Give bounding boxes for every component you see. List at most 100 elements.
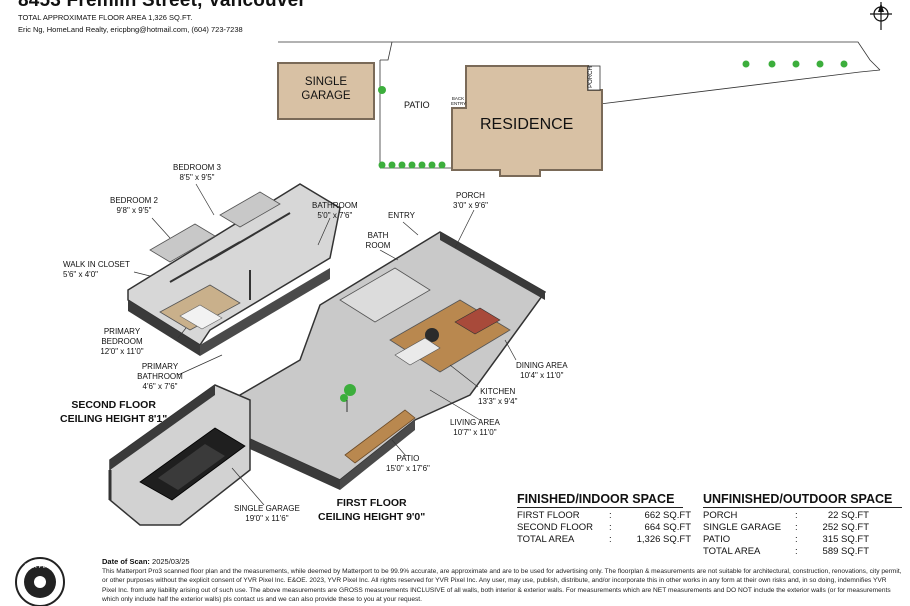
entry-label: ENTRY <box>388 211 415 220</box>
patio-label: PATIO 15'0" x 17'6" <box>386 454 430 474</box>
unfinished-row-sep: : <box>795 522 798 533</box>
second-floor-ceiling: CEILING HEIGHT 8'1" <box>60 413 168 425</box>
unfinished-row-value: 589 SQ.FT <box>822 546 869 557</box>
primary-bathroom-dim: 4'6" x 7'6" <box>142 382 178 391</box>
page-title: 8453 Fremlin Street, Vancouver <box>18 0 306 11</box>
table-row: PATIO : 315 SQ.FT <box>703 534 869 546</box>
first-floor-note: FIRST FLOOR CEILING HEIGHT 9'0" <box>318 496 425 524</box>
bathroom-name: BATHROOM <box>312 201 358 210</box>
bedroom2-name: BEDROOM 2 <box>110 196 159 205</box>
single-garage-name: SINGLE GARAGE <box>234 504 300 513</box>
bath-room-label: BATH ROOM <box>365 231 391 250</box>
bedroom3-label: BEDROOM 3 8'5" x 9'5" <box>173 163 221 183</box>
porch-dim: 3'0" x 9'6" <box>453 201 488 210</box>
walk-in-closet-dim: 5'6" x 4'0" <box>63 270 98 279</box>
single-garage-dim: 19'0" x 11'6" <box>245 514 289 523</box>
agent-contact: Eric Ng, HomeLand Realty, ericpbng@hotma… <box>18 25 243 34</box>
finished-row-label: TOTAL AREA <box>517 534 575 545</box>
living-area-name: LIVING AREA <box>450 418 500 427</box>
walk-in-closet-label: WALK IN CLOSET 5'6" x 4'0" <box>63 260 130 280</box>
finished-row-sep: : <box>609 510 612 521</box>
patio-name: PATIO <box>396 454 420 463</box>
primary-bedroom-label: PRIMARY BEDROOM 12'0" x 11'0" <box>99 327 145 357</box>
yvr-pixel-logo: YVR PIXEL <box>15 557 65 606</box>
finished-space-heading: FINISHED/INDOOR SPACE <box>517 492 675 506</box>
site-garage-label: SINGLE GARAGE <box>301 76 351 102</box>
unfinished-row-value: 252 SQ.FT <box>822 522 869 533</box>
site-garage-block <box>277 62 375 120</box>
dining-area-dim: 10'4" x 11'0" <box>520 371 564 380</box>
living-area-label: LIVING AREA 10'7" x 11'0" <box>450 418 500 438</box>
bedroom3-dim: 8'5" x 9'5" <box>179 173 215 182</box>
finished-row-value: 662 SQ.FT <box>644 510 691 521</box>
porch-label: PORCH 3'0" x 9'6" <box>453 191 488 211</box>
second-floor-model <box>127 183 341 356</box>
primary-bathroom-label: PRIMARY BATHROOM 4'6" x 7'6" <box>135 362 185 392</box>
dining-area-name: DINING AREA <box>516 361 568 370</box>
unfinished-row-label: SINGLE GARAGE <box>703 522 782 533</box>
total-area-subtitle: TOTAL APPROXIMATE FLOOR AREA 1,326 SQ.FT… <box>18 13 193 22</box>
primary-bedroom-dim: 12'0" x 11'0" <box>100 347 144 356</box>
first-floor-ceiling: CEILING HEIGHT 9'0" <box>318 511 426 523</box>
second-floor-note: SECOND FLOOR CEILING HEIGHT 8'1" <box>60 398 167 426</box>
bathroom-label: BATHROOM 5'0" x 7'6" <box>312 201 358 221</box>
unfinished-space-table: PORCH : 22 SQ.FT SINGLE GARAGE : 252 SQ.… <box>703 510 869 558</box>
scan-date: Date of Scan: 2025/03/25 <box>102 557 190 566</box>
unfinished-row-sep: : <box>795 510 798 521</box>
table-row: SINGLE GARAGE : 252 SQ.FT <box>703 522 869 534</box>
label-leader-lines <box>133 183 517 506</box>
living-area-dim: 10'7" x 11'0" <box>453 428 497 437</box>
bedroom2-dim: 9'8" x 9'5" <box>116 206 152 215</box>
scan-date-value: 2025/03/25 <box>152 557 190 566</box>
primary-bathroom-name: PRIMARY BATHROOM <box>137 362 183 381</box>
kitchen-label: KITCHEN 13'3" x 9'4" <box>478 387 517 407</box>
unfinished-row-sep: : <box>795 534 798 545</box>
porch-name: PORCH <box>456 191 485 200</box>
site-residence-label: RESIDENCE <box>480 116 574 133</box>
finished-row-value: 1,326 SQ.FT <box>636 534 691 545</box>
disclaimer-text: This Matterport Pro3 scanned floor plan … <box>102 568 902 603</box>
first-floor-title: FIRST FLOOR <box>336 497 407 509</box>
kitchen-dim: 13'3" x 9'4" <box>478 397 518 406</box>
bathroom-dim: 5'0" x 7'6" <box>317 211 353 220</box>
logo-text: YVR PIXEL <box>24 564 56 570</box>
finished-row-label: SECOND FLOOR <box>517 522 594 533</box>
table-row: TOTAL AREA : 1,326 SQ.FT <box>517 534 691 546</box>
single-garage-label: SINGLE GARAGE 19'0" x 11'6" <box>234 504 300 524</box>
finished-space-rule <box>517 507 683 508</box>
finished-row-sep: : <box>609 534 612 545</box>
unfinished-space-rule <box>703 507 902 508</box>
scan-date-label: Date of Scan: <box>102 557 150 566</box>
second-floor-title: SECOND FLOOR <box>71 399 156 411</box>
table-row: FIRST FLOOR : 662 SQ.FT <box>517 510 691 522</box>
finished-space-table: FIRST FLOOR : 662 SQ.FT SECOND FLOOR : 6… <box>517 510 691 546</box>
bedroom3-name: BEDROOM 3 <box>173 163 222 172</box>
unfinished-space-heading: UNFINISHED/OUTDOOR SPACE <box>703 492 893 506</box>
site-patio-label: PATIO <box>404 100 430 110</box>
site-porch-block <box>587 65 601 91</box>
kitchen-name: KITCHEN <box>480 387 516 396</box>
primary-bedroom-name: PRIMARY BEDROOM <box>101 327 143 346</box>
first-floor-model <box>229 231 547 490</box>
unfinished-row-sep: : <box>795 546 798 557</box>
finished-row-label: FIRST FLOOR <box>517 510 580 521</box>
table-row: SECOND FLOOR : 664 SQ.FT <box>517 522 691 534</box>
site-plan <box>278 41 881 169</box>
unfinished-row-value: 315 SQ.FT <box>822 534 869 545</box>
unfinished-row-value: 22 SQ.FT <box>827 510 869 521</box>
table-row: PORCH : 22 SQ.FT <box>703 510 869 522</box>
dining-area-label: DINING AREA 10'4" x 11'0" <box>516 361 568 381</box>
north-compass-icon <box>870 2 892 30</box>
finished-row-value: 664 SQ.FT <box>644 522 691 533</box>
site-hedges <box>378 60 848 169</box>
unfinished-row-label: PORCH <box>703 510 738 521</box>
patio-dim: 15'0" x 17'6" <box>386 464 430 473</box>
walk-in-closet-name: WALK IN CLOSET <box>63 260 130 269</box>
finished-row-sep: : <box>609 522 612 533</box>
bedroom2-label: BEDROOM 2 9'8" x 9'5" <box>110 196 158 216</box>
table-row: TOTAL AREA : 589 SQ.FT <box>703 546 869 558</box>
site-porch-label: PORCH <box>587 66 594 88</box>
garage-model <box>108 384 251 526</box>
unfinished-row-label: TOTAL AREA <box>703 546 761 557</box>
